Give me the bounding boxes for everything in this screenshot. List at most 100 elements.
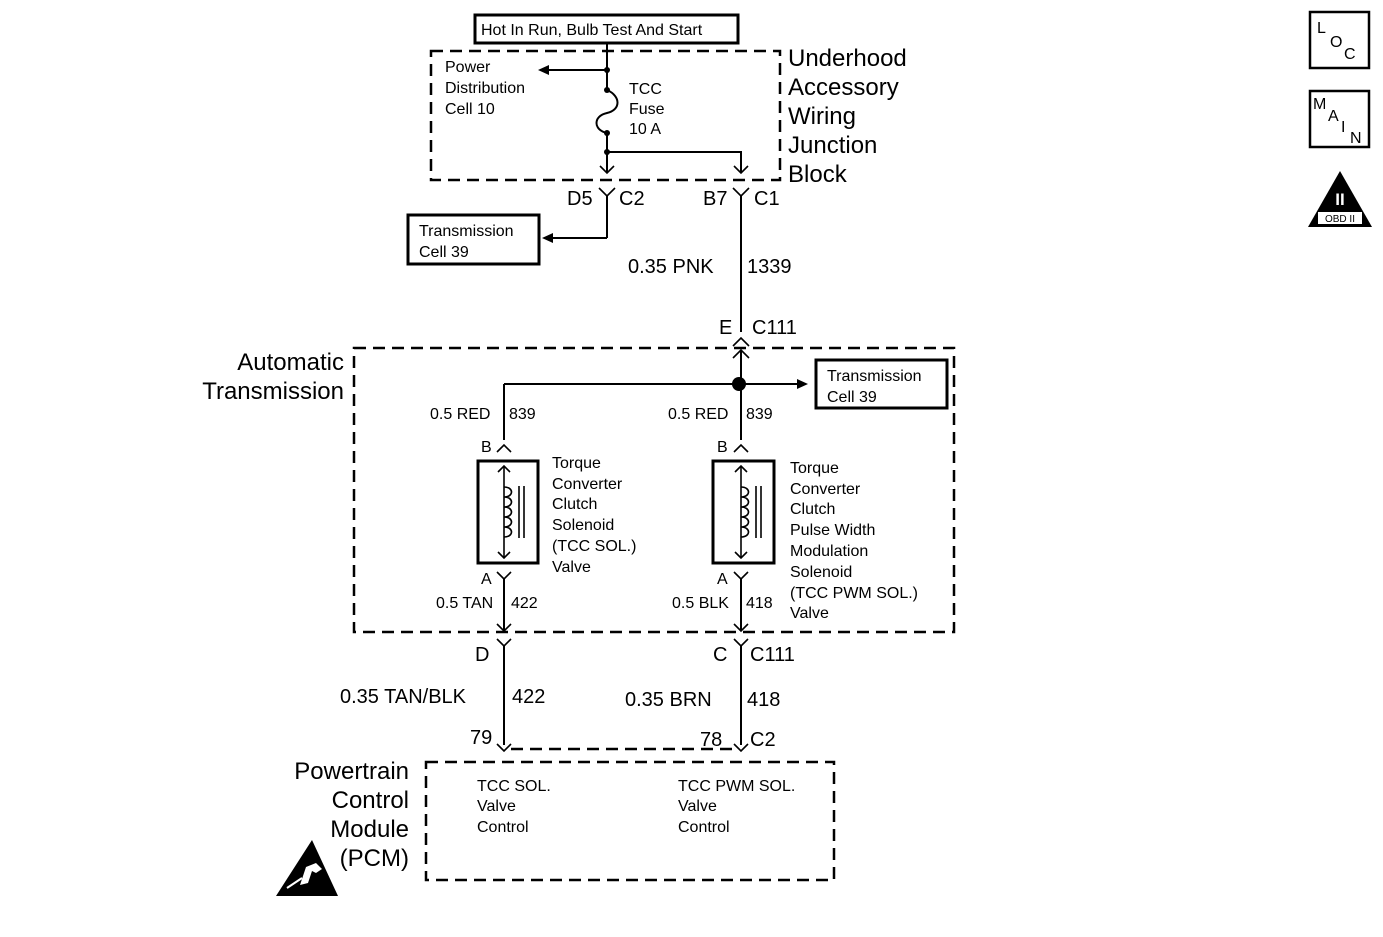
svg-text:839: 839 <box>746 406 773 423</box>
svg-text:N: N <box>1350 130 1362 147</box>
svg-text:Transmission: Transmission <box>419 223 514 240</box>
transmission-ref-mid[interactable] <box>814 358 949 410</box>
pcm-title: Powertrain Control Module (PCM) <box>294 758 409 872</box>
svg-text:Transmission: Transmission <box>202 378 344 405</box>
svg-text:C: C <box>1344 46 1356 63</box>
svg-text:TCC SOL.: TCC SOL. <box>477 778 551 795</box>
svg-text:Fuse: Fuse <box>629 101 665 118</box>
svg-text:Control: Control <box>332 787 409 814</box>
connector-d5 <box>598 187 616 198</box>
svg-text:0.5 RED: 0.5 RED <box>430 406 490 423</box>
svg-text:Transmission: Transmission <box>827 368 922 385</box>
svg-text:C1: C1 <box>754 188 780 210</box>
transmission-ref-top[interactable] <box>406 213 541 266</box>
power-source-label: Hot In Run, Bulb Test And Start <box>481 22 703 39</box>
connector-c111-d <box>496 638 512 648</box>
pcm-tcc-sol-control: TCC SOL. Valve Control <box>477 778 551 836</box>
svg-text:B7: B7 <box>703 188 727 210</box>
svg-text:(TCC PWM SOL.): (TCC PWM SOL.) <box>790 585 918 602</box>
svg-text:418: 418 <box>746 595 773 612</box>
svg-text:OBD II: OBD II <box>1325 214 1355 225</box>
svg-text:Pulse Width: Pulse Width <box>790 522 875 539</box>
connector-c111-c <box>733 638 749 648</box>
svg-text:D5: D5 <box>567 188 593 210</box>
svg-text:II: II <box>1335 190 1344 209</box>
svg-text:Valve: Valve <box>678 798 717 815</box>
svg-text:839: 839 <box>509 406 536 423</box>
svg-text:0.35 BRN: 0.35 BRN <box>625 689 712 711</box>
svg-text:0.35 PNK: 0.35 PNK <box>628 256 714 278</box>
svg-text:(PCM): (PCM) <box>340 845 409 872</box>
loc-icon[interactable]: L O C <box>1308 10 1371 70</box>
svg-text:418: 418 <box>747 689 780 711</box>
svg-text:Converter: Converter <box>790 481 861 498</box>
svg-text:Automatic: Automatic <box>237 349 344 376</box>
power-distribution-arrow <box>538 65 549 75</box>
svg-text:TCC PWM SOL.: TCC PWM SOL. <box>678 778 795 795</box>
svg-text:Distribution: Distribution <box>445 80 525 97</box>
tcc-solenoid <box>476 459 540 565</box>
svg-text:Wiring: Wiring <box>788 103 856 130</box>
svg-text:Control: Control <box>678 819 730 836</box>
tcc-pwm-solenoid <box>711 459 776 565</box>
svg-text:A: A <box>1328 108 1339 125</box>
svg-text:M: M <box>1313 96 1326 113</box>
svg-text:Cell 10: Cell 10 <box>445 101 495 118</box>
fuse-label: TCC Fuse 10 A <box>629 81 665 138</box>
connector-79 <box>496 743 512 753</box>
svg-text:L: L <box>1317 20 1326 37</box>
svg-text:Converter: Converter <box>552 476 623 493</box>
svg-text:422: 422 <box>512 686 545 708</box>
svg-text:A: A <box>717 571 728 588</box>
svg-text:1339: 1339 <box>747 256 792 278</box>
connector-78 <box>733 743 749 753</box>
pcm-frame <box>424 760 836 882</box>
splice-839 <box>732 377 746 391</box>
obd-ii-icon[interactable]: II OBD II <box>1308 171 1372 227</box>
pcm-tcc-pwm-control: TCC PWM SOL. Valve Control <box>678 778 795 836</box>
svg-text:C: C <box>713 644 727 666</box>
svg-text:Torque: Torque <box>552 455 601 472</box>
svg-text:D: D <box>475 644 489 666</box>
svg-text:Valve: Valve <box>477 798 516 815</box>
svg-text:Block: Block <box>788 161 848 188</box>
svg-text:Underhood: Underhood <box>788 45 907 72</box>
svg-text:Valve: Valve <box>552 559 591 576</box>
svg-text:Control: Control <box>477 819 529 836</box>
junction-block-title: Underhood Accessory Wiring Junction Bloc… <box>788 45 907 188</box>
main-icon[interactable]: M A I N <box>1308 89 1371 149</box>
svg-text:0.5 TAN: 0.5 TAN <box>436 595 493 612</box>
svg-text:Cell 39: Cell 39 <box>419 244 469 261</box>
svg-text:Power: Power <box>445 59 491 76</box>
svg-text:Clutch: Clutch <box>790 501 835 518</box>
svg-text:E: E <box>719 317 732 339</box>
svg-text:Powertrain: Powertrain <box>294 758 409 785</box>
svg-text:Clutch: Clutch <box>552 496 597 513</box>
connector-b7 <box>732 187 750 198</box>
svg-text:422: 422 <box>511 595 538 612</box>
svg-text:Modulation: Modulation <box>790 543 868 560</box>
junction-block-frame <box>429 49 782 182</box>
svg-text:Module: Module <box>330 816 409 843</box>
svg-text:Junction: Junction <box>788 132 877 159</box>
svg-text:0.5 BLK: 0.5 BLK <box>672 595 729 612</box>
svg-text:(TCC SOL.): (TCC SOL.) <box>552 538 636 555</box>
svg-text:Accessory: Accessory <box>788 74 899 101</box>
svg-text:Cell 39: Cell 39 <box>827 389 877 406</box>
esd-warning-icon <box>276 840 338 896</box>
tcc-pwm-solenoid-label: Torque Converter Clutch Pulse Width Modu… <box>790 460 918 622</box>
tcc-solenoid-label: Torque Converter Clutch Solenoid (TCC SO… <box>552 455 636 576</box>
svg-text:Torque: Torque <box>790 460 839 477</box>
svg-text:A: A <box>481 571 492 588</box>
svg-text:B: B <box>717 439 728 456</box>
svg-text:C111: C111 <box>752 317 797 339</box>
svg-text:Solenoid: Solenoid <box>790 564 852 581</box>
svg-text:I: I <box>1341 119 1345 136</box>
svg-text:B: B <box>481 439 492 456</box>
connector-c111-e <box>732 336 750 347</box>
svg-text:0.5 RED: 0.5 RED <box>668 406 728 423</box>
power-distribution-label: Power Distribution Cell 10 <box>445 59 525 118</box>
svg-text:78: 78 <box>700 729 722 751</box>
svg-text:C2: C2 <box>750 729 776 751</box>
fuse-symbol <box>595 89 619 134</box>
